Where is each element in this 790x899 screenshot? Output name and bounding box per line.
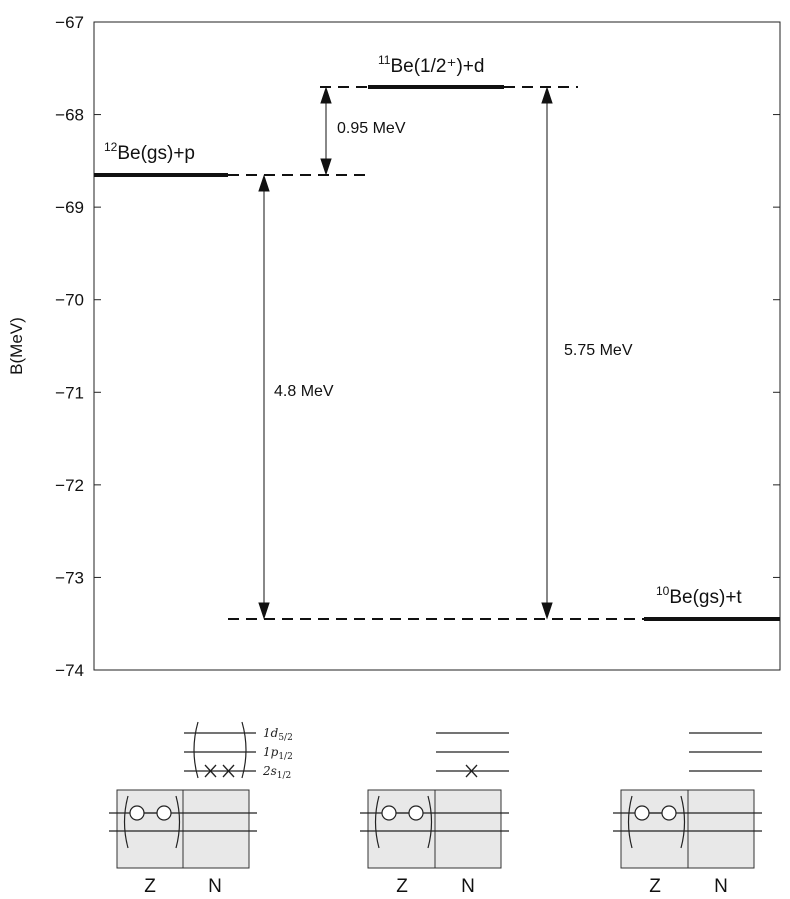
panel-1-neutron-crosses bbox=[204, 764, 235, 778]
orbital-label-1p: 1p1/2 bbox=[263, 745, 293, 762]
y-tick-label: −74 bbox=[55, 661, 84, 680]
y-axis-title: B(MeV) bbox=[7, 317, 26, 375]
gap-label-0.95: 0.95 MeV bbox=[337, 120, 406, 137]
gap-label-4.8: 4.8 MeV bbox=[274, 383, 334, 400]
y-tick-label: −70 bbox=[55, 291, 84, 310]
panel-3-bracket-left bbox=[627, 795, 633, 849]
panel-3-z-label: Z bbox=[649, 876, 661, 897]
panel-2-bracket-right bbox=[427, 795, 433, 849]
panel-2-proton-circle-2 bbox=[408, 805, 424, 821]
panel-3-proton-circle-2 bbox=[661, 805, 677, 821]
arrow-0.95-head-down bbox=[320, 158, 332, 176]
shell-panel-3: Z N bbox=[613, 732, 762, 897]
orbital-label-1d: 1d5/2 bbox=[263, 726, 293, 743]
y-tick-label: −71 bbox=[55, 383, 84, 402]
gap-label-5.75: 5.75 MeV bbox=[564, 342, 633, 359]
label-be11: 11Be(1/2⁺)+d bbox=[378, 53, 484, 77]
panel-1-valence-bracket-right bbox=[241, 721, 247, 779]
label-be12: 12Be(gs)+p bbox=[104, 140, 195, 164]
y-tick-label: −67 bbox=[55, 13, 84, 32]
panel-1-z-label: Z bbox=[144, 876, 156, 897]
panel-3-bracket-right bbox=[680, 795, 686, 849]
y-tick-label: −73 bbox=[55, 568, 84, 587]
panel-1-bracket-left bbox=[123, 795, 129, 849]
y-tick-label: −69 bbox=[55, 198, 84, 217]
arrow-0.95-head-up bbox=[320, 86, 332, 104]
arrow-5.75-head-down bbox=[541, 602, 553, 620]
plot-frame bbox=[93, 21, 781, 671]
label-be10: 10Be(gs)+t bbox=[656, 584, 742, 608]
y-tick-label: −68 bbox=[55, 106, 84, 125]
panel-1-proton-circle-2 bbox=[156, 805, 172, 821]
panel-2-bracket-left bbox=[374, 795, 380, 849]
panel-1-proton-circle-1 bbox=[129, 805, 145, 821]
panel-1-bracket-right bbox=[175, 795, 181, 849]
panel-1-valence-bracket-left bbox=[193, 721, 199, 779]
panel-3-n-label: N bbox=[714, 876, 728, 897]
orbital-label-2s: 2s1/2 bbox=[262, 764, 291, 781]
shell-panel-2: Z N bbox=[360, 732, 509, 897]
panel-2-proton-circle-1 bbox=[381, 805, 397, 821]
arrow-4.8-head-down bbox=[258, 602, 270, 620]
shell-panel-1: 1d5/2 1p1/2 2s1/2 Z N bbox=[109, 721, 293, 897]
panel-1-n-label: N bbox=[208, 876, 222, 897]
arrow-4.8-head-up bbox=[258, 174, 270, 192]
panel-2-n-label: N bbox=[461, 876, 475, 897]
panel-2-neutron-cross bbox=[465, 764, 478, 778]
arrow-5.75-head-up bbox=[541, 86, 553, 104]
panel-2-z-label: Z bbox=[396, 876, 408, 897]
panel-3-proton-circle-1 bbox=[634, 805, 650, 821]
y-axis-ticks: −67 −68 −69 −70 −71 −72 −73 −74 bbox=[55, 13, 780, 680]
y-tick-label: −72 bbox=[55, 476, 84, 495]
